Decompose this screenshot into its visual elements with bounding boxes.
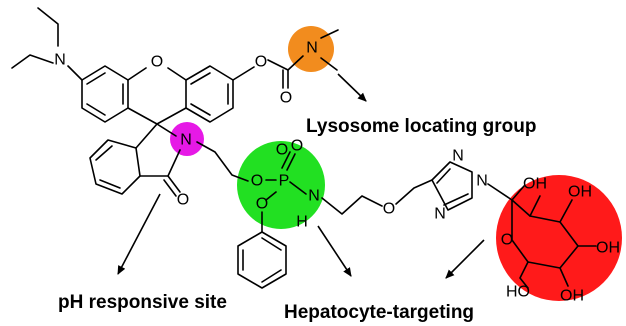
arrow-lysosome — [337, 73, 367, 102]
atom-o-carbamate-carbonyl: O — [280, 90, 292, 107]
atom-oh-right: OH — [596, 240, 620, 257]
atom-n-carbamate: N — [306, 40, 318, 57]
atom-o-carbamate-ester: O — [255, 54, 267, 71]
caption-ph: pH responsive site — [58, 292, 227, 313]
atom-o-xanthene: O — [151, 54, 163, 71]
arrow-hepatocyte-sugar — [445, 239, 485, 279]
ph-site-highlight — [170, 122, 204, 156]
caption-lysosome: Lysosome locating group — [306, 116, 537, 137]
atom-o-p-double-2: O — [291, 138, 303, 155]
atom-n-spiro: N — [180, 132, 192, 149]
atom-ho-bottom: HO — [506, 284, 530, 301]
bond-skeleton — [11, 7, 597, 289]
atom-o-ether: O — [383, 201, 395, 218]
atom-nh-n: N — [308, 188, 320, 205]
atom-oh-top-1: OH — [523, 176, 547, 193]
atom-oh-bottom: OH — [560, 288, 584, 305]
atom-nh-h: H — [296, 214, 308, 231]
atom-o-linker: O — [251, 173, 263, 190]
atom-p: P — [279, 173, 290, 190]
annotation-arrows — [117, 73, 485, 279]
atom-n-triazole-2: N — [452, 148, 464, 165]
atom-n-triazole-1: N — [476, 173, 488, 190]
atom-labels: N O O N O N O O P O O O N H O N N N OH O… — [54, 40, 620, 305]
caption-hepatocyte: Hepatocyte-targeting — [284, 302, 474, 323]
phosphoramide-highlight — [237, 141, 325, 229]
atom-n-amine: N — [54, 52, 66, 69]
atom-o-ring-sugar: O — [501, 232, 513, 249]
sugar-highlight — [496, 175, 622, 301]
atom-n-triazole-3: N — [434, 206, 446, 223]
atom-o-lactam: O — [177, 192, 189, 209]
arrow-hepatocyte-phosphoramide — [317, 225, 352, 277]
atom-o-phenoxy: O — [256, 196, 268, 213]
atom-o-p-double-1: O — [276, 142, 288, 159]
atom-oh-top-2: OH — [568, 184, 592, 201]
arrow-ph — [117, 193, 161, 275]
